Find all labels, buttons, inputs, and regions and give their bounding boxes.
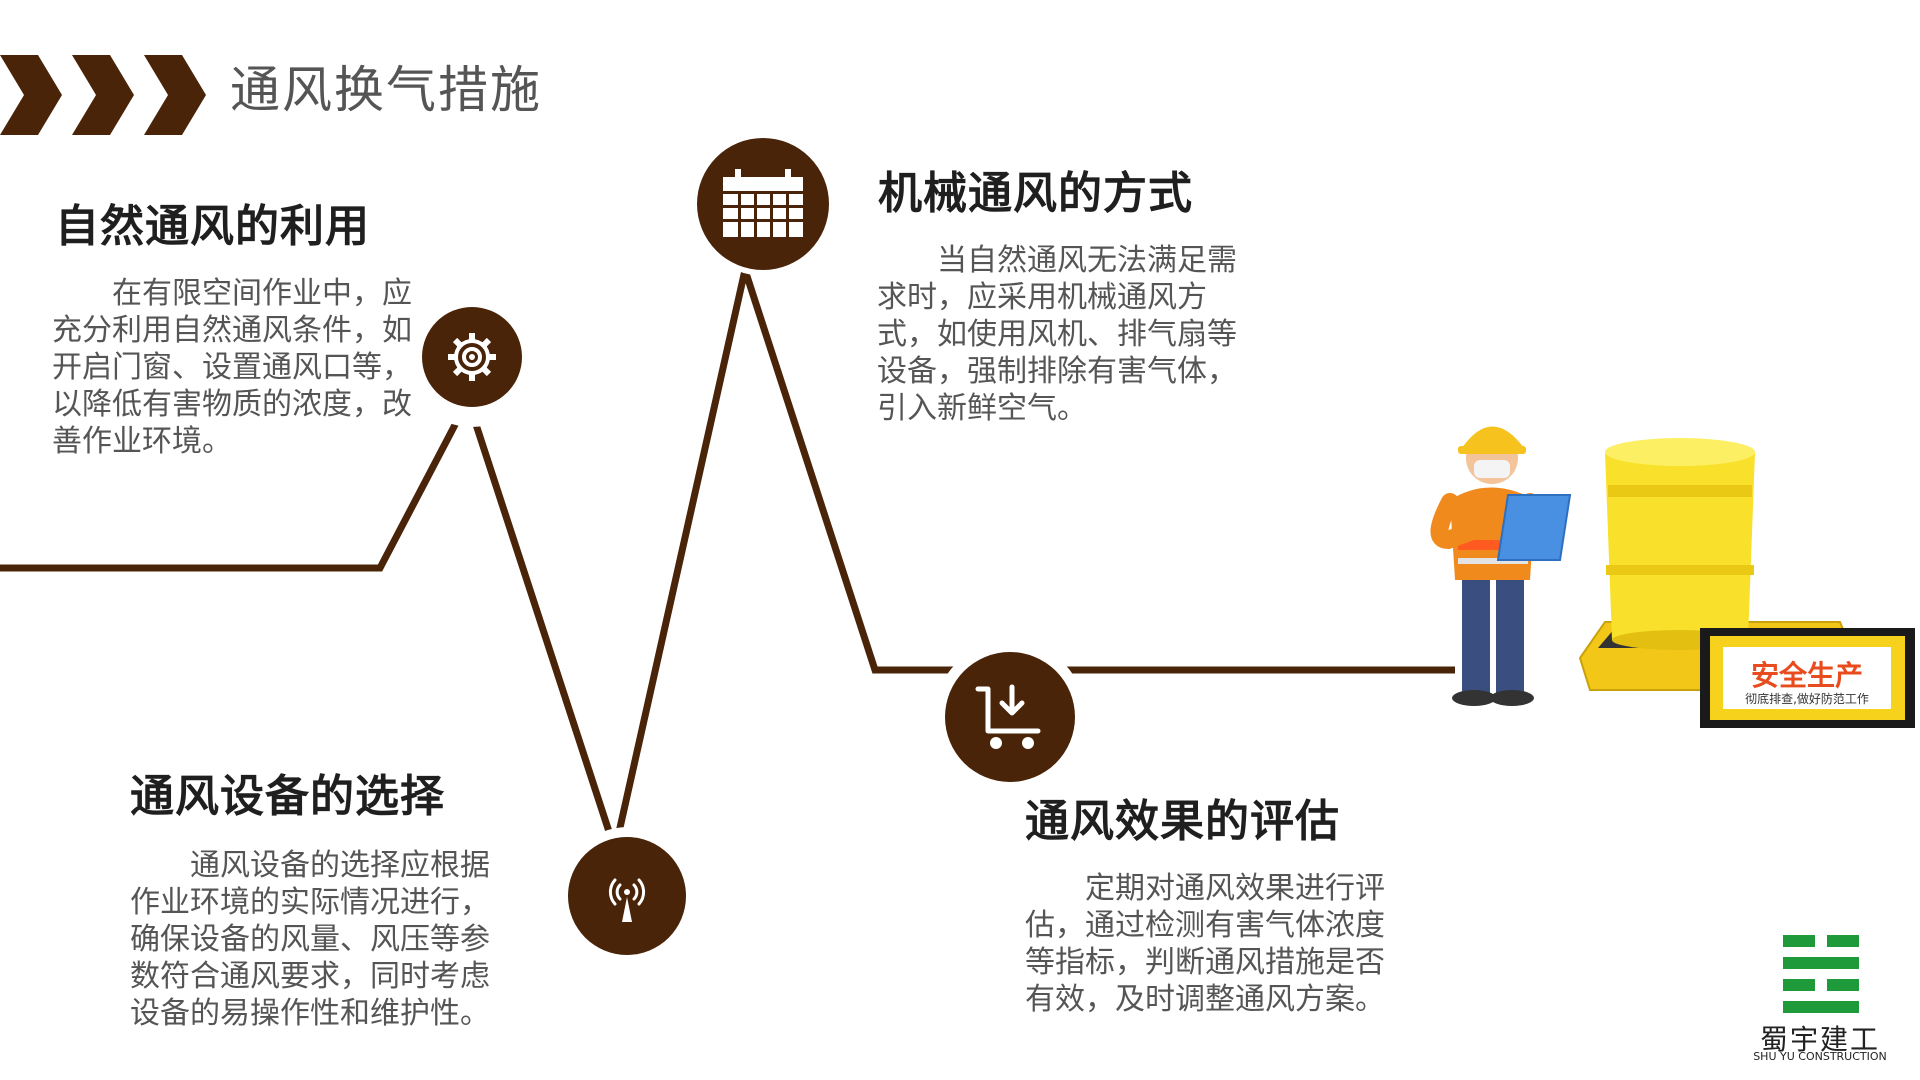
section-body-mechanical: 当自然通风无法满足需求时，应采用机械通风方式，如使用风机、排气扇等设备，强制排除… (877, 243, 1237, 426)
section-heading-mechanical: 机械通风的方式 (878, 168, 1193, 219)
section-body-equipment: 通风设备的选择应根据作业环境的实际情况进行，确保设备的风量、风压等参数符合通风要… (130, 848, 490, 1031)
section-heading-natural: 自然通风的利用 (55, 201, 370, 252)
company-logo-english: SHU YU CONSTRUCTION (1753, 1050, 1887, 1063)
company-logo-icon (1783, 935, 1859, 1013)
cart-download-icon (975, 684, 1041, 749)
section-body-natural: 在有限空间作业中，应充分利用自然通风条件，如开启门窗、设置通风口等，以降低有害物… (52, 276, 412, 459)
section-body-evaluation: 定期对通风效果进行评估，通过检测有害气体浓度等指标，判断通风措施是否有效，及时调… (1025, 871, 1385, 1017)
chevron-arrows-icon (0, 55, 206, 135)
signal-tower-icon (608, 878, 646, 922)
cart-circle (945, 652, 1075, 782)
safety-illustration (1430, 426, 1915, 728)
company-logo-name: 蜀宇建工 (1759, 1023, 1880, 1056)
signal-circle (568, 837, 686, 955)
section-heading-evaluation: 通风效果的评估 (1025, 796, 1340, 847)
page-title: 通风换气措施 (230, 61, 542, 119)
gear-circle (422, 307, 522, 407)
calendar-circle (697, 138, 829, 270)
calendar-icon (723, 169, 803, 237)
section-heading-equipment: 通风设备的选择 (130, 771, 445, 822)
sign-subtitle: 彻底排查,做好防范工作 (1745, 692, 1869, 706)
sign-title: 安全生产 (1750, 659, 1863, 692)
gear-icon (448, 333, 496, 381)
